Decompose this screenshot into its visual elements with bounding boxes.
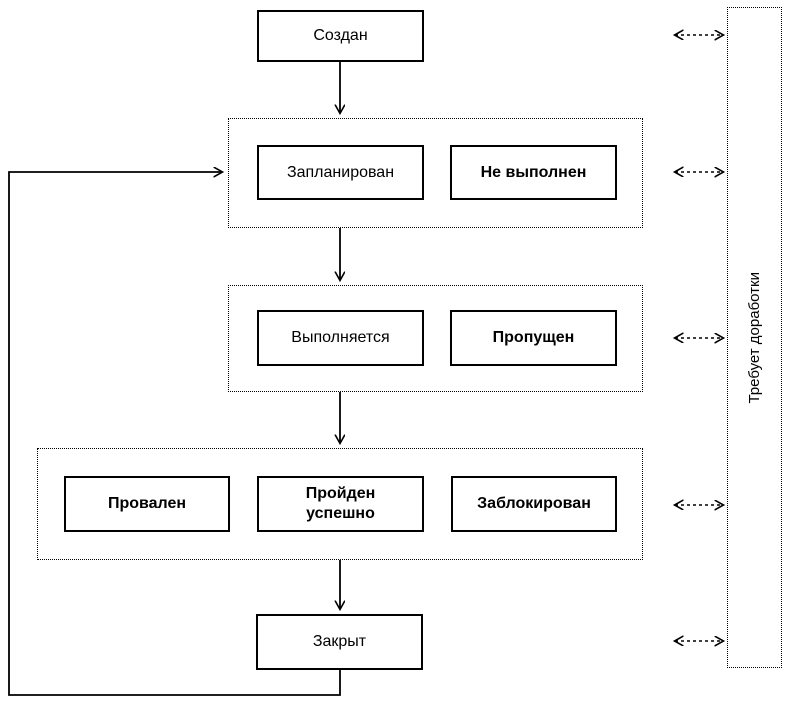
state-node-in-progress: Выполняется — [257, 310, 424, 366]
state-node-closed: Закрыт — [256, 614, 423, 670]
state-label-in-progress: Выполняется — [291, 329, 390, 346]
state-label-passed: Пройден успешно — [305, 485, 376, 522]
state-node-created: Создан — [257, 10, 424, 62]
state-label-planned: Запланирован — [286, 163, 395, 181]
state-label-created: Создан — [313, 27, 368, 44]
state-label-failed: Провален — [107, 495, 187, 512]
group-result-row — [37, 448, 643, 560]
rework-panel: Требует доработки — [727, 7, 782, 668]
state-label-not-executed: Не выполнен — [480, 163, 587, 181]
state-node-skipped: Пропущен — [450, 310, 617, 366]
state-node-planned: Запланирован — [257, 145, 424, 200]
state-node-not-executed: Не выполнен — [450, 145, 617, 200]
state-label-skipped: Пропущен — [492, 329, 575, 346]
state-node-blocked: Заблокирован — [451, 476, 617, 532]
group-inprogress-row — [228, 285, 643, 392]
rework-panel-label: Требует доработки — [746, 271, 763, 404]
group-planned-row — [228, 118, 643, 228]
state-node-failed: Провален — [64, 476, 230, 532]
state-label-closed: Закрыт — [312, 633, 367, 650]
state-node-passed: Пройден успешно — [257, 476, 424, 532]
state-label-blocked: Заблокирован — [477, 495, 591, 512]
